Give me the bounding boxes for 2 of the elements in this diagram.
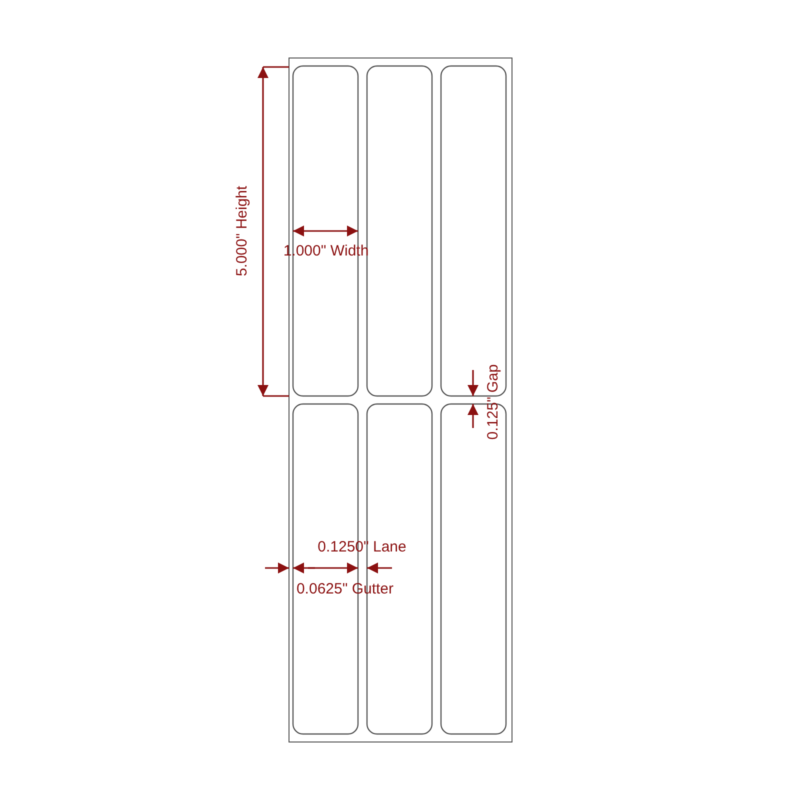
dimension-label: 0.125" Gap xyxy=(486,364,500,440)
dimension-label: 5.000" Height xyxy=(234,186,250,276)
